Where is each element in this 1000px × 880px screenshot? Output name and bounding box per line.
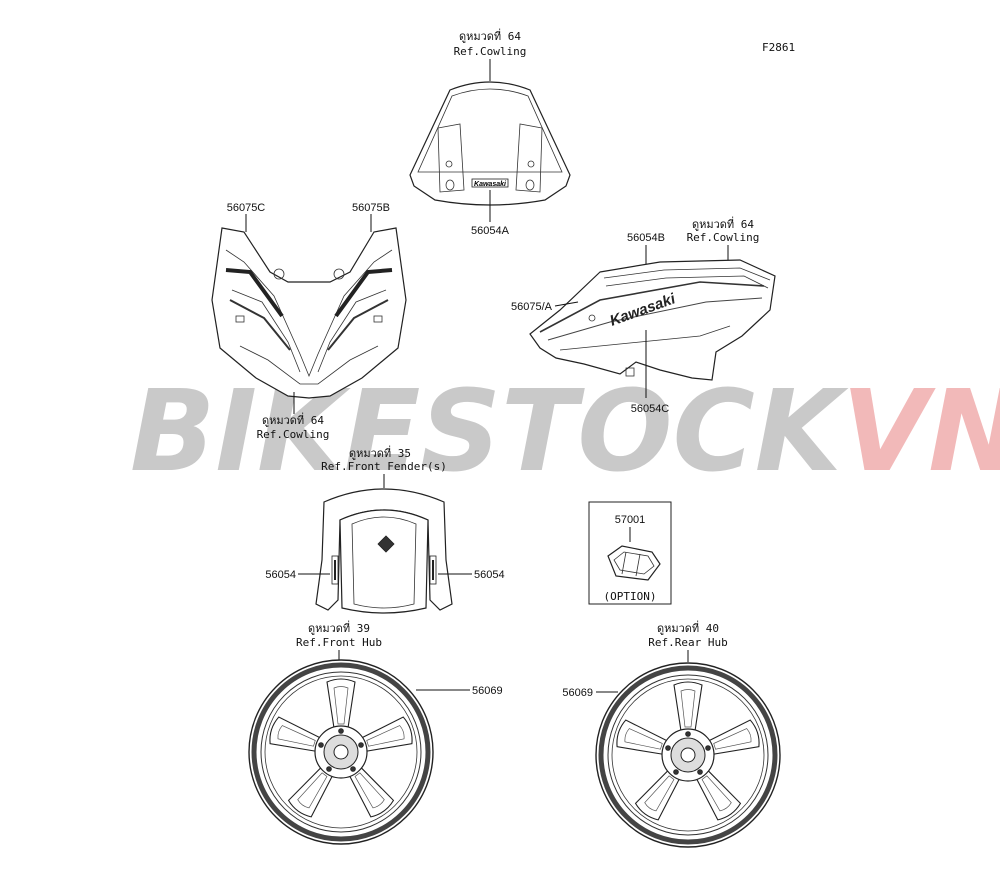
- option-box: 57001 (OPTION): [588, 501, 672, 605]
- windshield-logo: Kawasaki: [474, 181, 507, 188]
- option-note: (OPTION): [604, 590, 657, 603]
- watermark-bikestock: BIKESTOCK: [130, 367, 849, 497]
- windshield-ref-thai: ดูหมวดที่ 64: [459, 28, 521, 43]
- side-cowl-top-part: 56054B: [627, 232, 665, 244]
- fender-left-part: 56054: [265, 569, 296, 581]
- option-part-number: 57001: [615, 514, 646, 526]
- front-cowl-ref-cowling: Ref.Cowling: [257, 428, 330, 441]
- rear-wheel: ดูหมวดที่ 40 Ref.Rear Hub 56069: [562, 620, 780, 847]
- front-wheel: ดูหมวดที่ 39 Ref.Front Hub 56069: [249, 620, 503, 844]
- front-cowl-left-part: 56075C: [227, 202, 266, 214]
- fender-right-part: 56054: [474, 569, 505, 581]
- side-cowl-bottom-part: 56054C: [631, 403, 670, 415]
- front-fender: ดูหมวดที่ 35 Ref.Front Fender(s) 56054 5…: [265, 445, 505, 614]
- watermark-text: BIKESTOCKVN: [130, 367, 1000, 497]
- diagram-id: F2861: [762, 41, 795, 54]
- front-cowl: 56075C 56075B ดูหมวดที่ 64 Ref.Cowling: [211, 202, 407, 441]
- side-cowl-left-part: 56075/A: [511, 301, 553, 313]
- windshield-ref-cowling: Ref.Cowling: [454, 45, 527, 58]
- rear-wheel-ref-thai: ดูหมวดที่ 40: [657, 620, 719, 635]
- side-cowl-ref-cowling: Ref.Cowling: [687, 231, 760, 244]
- windshield-part-number: 56054A: [471, 225, 510, 237]
- watermark-vn: VN: [842, 367, 1000, 497]
- front-cowl-right-part: 56075B: [352, 202, 390, 214]
- front-wheel-part-number: 56069: [472, 685, 503, 697]
- windshield: ดูหมวดที่ 64 Ref.Cowling Kawasaki 56054A: [409, 28, 571, 237]
- side-cowl-ref-thai: ดูหมวดที่ 64: [692, 216, 754, 231]
- rear-wheel-part-number: 56069: [562, 687, 593, 699]
- fender-ref-front-fender: Ref.Front Fender(s): [321, 460, 447, 473]
- front-cowl-ref-thai: ดูหมวดที่ 64: [262, 412, 324, 427]
- front-wheel-ref-thai: ดูหมวดที่ 39: [308, 620, 370, 635]
- fender-ref-thai: ดูหมวดที่ 35: [349, 445, 411, 460]
- front-wheel-ref-front-hub: Ref.Front Hub: [296, 636, 382, 649]
- side-cowl: 56054B ดูหมวดที่ 64 Ref.Cowling Kawasaki…: [511, 216, 776, 415]
- rear-wheel-ref-rear-hub: Ref.Rear Hub: [648, 636, 727, 649]
